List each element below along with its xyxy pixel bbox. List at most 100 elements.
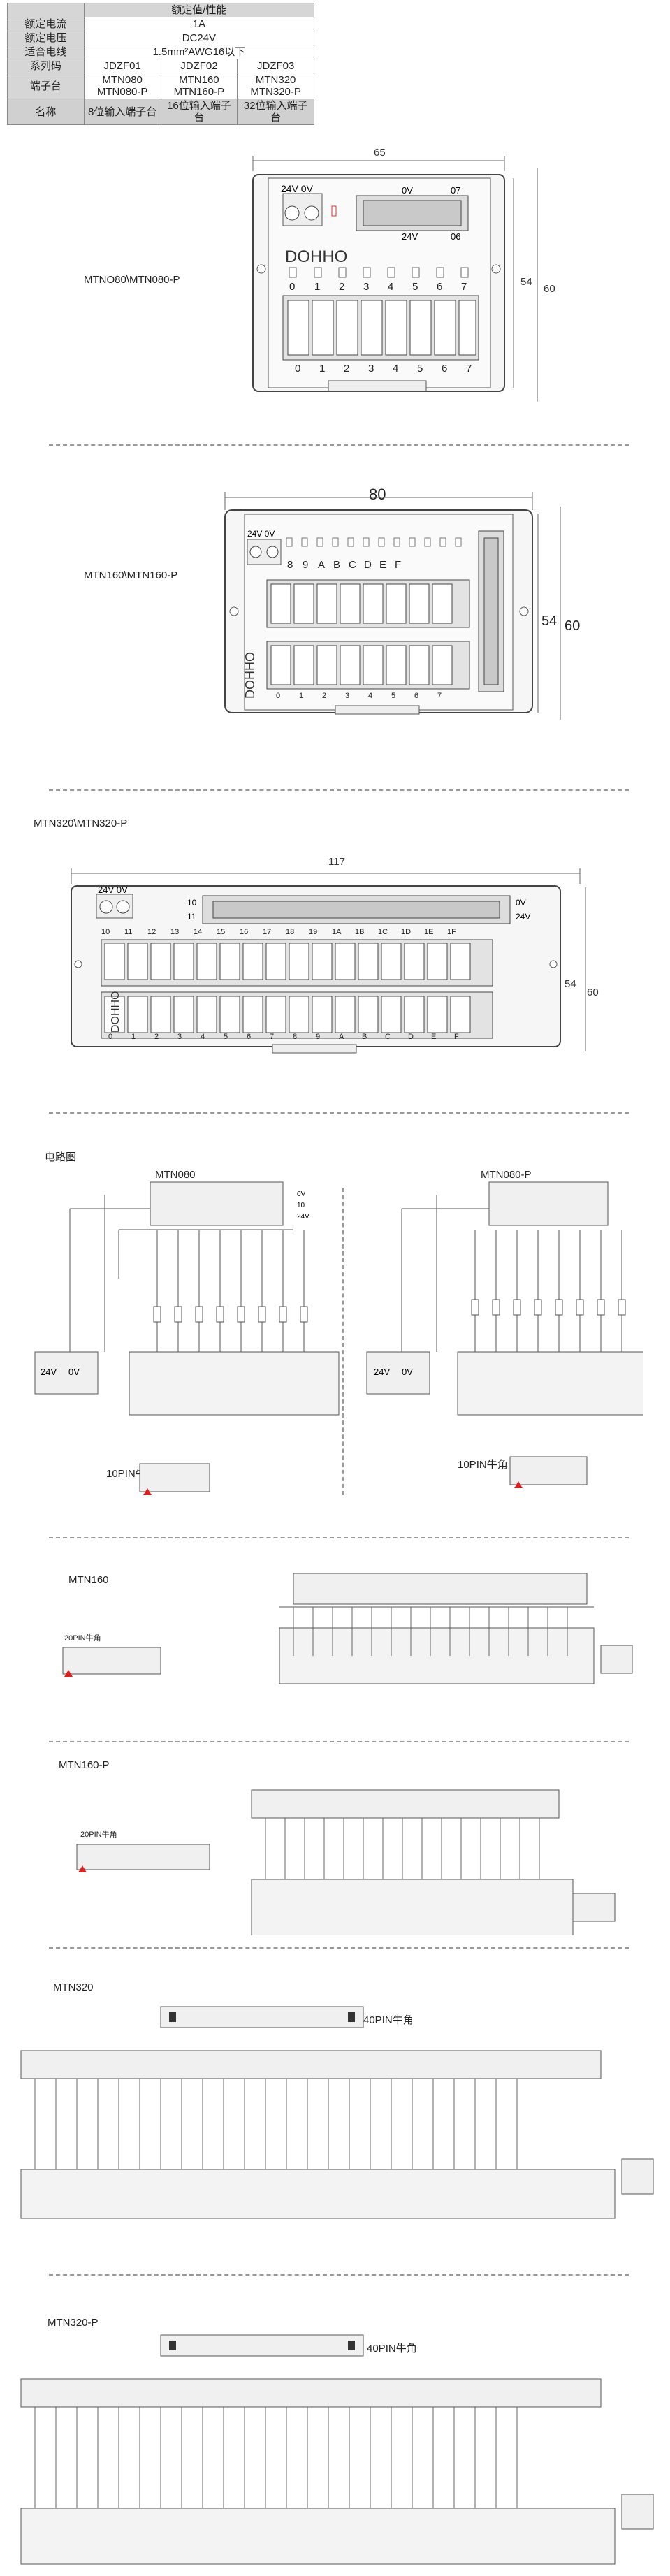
- circuit-mtn320-drawing: [20, 2006, 654, 2219]
- terminal-label: 1: [299, 692, 304, 700]
- model-label-mtn160: MTN160\MTN160-P: [84, 569, 178, 581]
- terminal-label: 0: [289, 281, 296, 293]
- svg-text:24V: 24V: [374, 1367, 390, 1377]
- terminal-label: 7: [437, 692, 442, 700]
- terminal-label: 5: [412, 281, 418, 293]
- terminal-label: 8: [287, 559, 293, 571]
- divider: [49, 789, 629, 791]
- terminal-label: 5: [417, 363, 423, 374]
- circuit-mtn160p-drawing: [76, 1789, 616, 1935]
- svg-text:07: 07: [451, 185, 460, 196]
- spec-name: 16位输入端子台: [160, 99, 238, 125]
- spec-series: JDZF03: [237, 59, 314, 73]
- terminal-label: 5: [391, 692, 396, 700]
- spec-terminal-b: MTN320-P: [250, 86, 301, 98]
- spec-terminal-a: MTN160: [179, 74, 219, 86]
- terminal-label: 16: [240, 928, 249, 936]
- mtn080-drawing: 24V 0V 0V 07 24V 06 DOHHO: [252, 156, 538, 402]
- terminal-label: F: [454, 1033, 459, 1041]
- divider: [49, 1947, 629, 1949]
- terminal-label: 1: [319, 363, 326, 374]
- spec-name: 32位输入端子台: [237, 99, 314, 125]
- terminal-label: 6: [414, 692, 419, 700]
- terminal-label: 13: [170, 928, 180, 936]
- dim-h1-mtn320: 54: [565, 978, 576, 990]
- mtn160-drawing: 24V 0V DOHHO: [224, 492, 561, 720]
- spec-series: JDZF01: [83, 59, 161, 73]
- pin20-label-b: 20PIN牛角: [80, 1831, 117, 1839]
- terminal-label: F: [395, 559, 402, 571]
- dim-width-mtn160: 80: [369, 486, 386, 503]
- svg-text:06: 06: [451, 231, 460, 242]
- terminal-label: 15: [217, 928, 226, 936]
- dim-h2-mtn320: 60: [587, 987, 599, 998]
- mtn320-drawing: 24V 0V 10 11 0V 24V DOHHO: [71, 868, 586, 1054]
- circuit-title: 电路图: [45, 1151, 77, 1163]
- spec-row-label: 额定电流: [7, 17, 85, 31]
- svg-text:0V: 0V: [516, 898, 526, 908]
- terminal-label: E: [379, 559, 387, 571]
- terminal-label: 3: [363, 281, 370, 293]
- dim-h2-mtn080: 60: [544, 283, 555, 295]
- terminal-label: B: [362, 1033, 367, 1041]
- spec-header: 额定值/性能: [83, 3, 315, 17]
- dim-h2-mtn160: 60: [565, 618, 581, 634]
- spec-series: JDZF02: [160, 59, 238, 73]
- terminal-label: 4: [201, 1033, 205, 1041]
- terminal-label: 4: [368, 692, 373, 700]
- terminal-label: 1: [131, 1033, 136, 1041]
- spec-corner: [7, 3, 85, 17]
- terminal-label: A: [339, 1033, 344, 1041]
- model-label-mtn320: MTN320\MTN320-P: [34, 817, 128, 829]
- spec-name-label: 名称: [7, 99, 85, 125]
- divider: [49, 444, 629, 446]
- svg-text:0V: 0V: [68, 1367, 80, 1377]
- svg-text:DOHHO: DOHHO: [110, 991, 122, 1033]
- terminal-label: 11: [124, 928, 133, 936]
- terminal-label: 9: [303, 559, 309, 571]
- circuit-mtn320p-title: MTN320-P: [48, 2317, 99, 2329]
- svg-text:24V 0V: 24V 0V: [247, 529, 275, 539]
- terminal-label: D: [408, 1033, 414, 1041]
- spec-terminal-a: MTN080: [102, 74, 143, 86]
- terminal-label: 19: [309, 928, 318, 936]
- terminal-label: 17: [263, 928, 272, 936]
- terminal-label: 2: [344, 363, 350, 374]
- terminal-label: 14: [194, 928, 203, 936]
- pin20-label-a: 20PIN牛角: [64, 1634, 101, 1643]
- terminal-label: 1: [314, 281, 321, 293]
- svg-text:0V: 0V: [402, 1367, 413, 1377]
- terminal-label: 1C: [378, 928, 388, 936]
- svg-text:10: 10: [297, 1202, 305, 1209]
- circuit-mtn160p-title: MTN160-P: [59, 1759, 110, 1771]
- svg-text:10: 10: [187, 898, 197, 908]
- terminal-label: 7: [461, 281, 467, 293]
- dim-width-mtn320: 117: [328, 856, 345, 868]
- terminal-label: 3: [177, 1033, 182, 1041]
- terminal-label: 3: [368, 363, 374, 374]
- terminal-label: C: [385, 1033, 391, 1041]
- terminal-label: 1D: [401, 928, 412, 936]
- terminal-label: 1A: [332, 928, 342, 936]
- dim-h1-mtn160: 54: [541, 613, 558, 629]
- terminal-label: C: [349, 559, 356, 571]
- pin40-label-a: 40PIN牛角: [363, 2014, 414, 2026]
- svg-text:11: 11: [187, 912, 196, 922]
- svg-text:24V: 24V: [41, 1367, 57, 1377]
- terminal-label: 8: [293, 1033, 298, 1041]
- terminal-label: 1F: [447, 928, 456, 936]
- terminal-label: 1E: [424, 928, 434, 936]
- dim-h1-mtn080: 54: [520, 276, 532, 288]
- terminal-label: E: [431, 1033, 437, 1041]
- terminal-label: 2: [339, 281, 345, 293]
- divider: [49, 1537, 629, 1538]
- circuit-divider: [342, 1188, 344, 1495]
- spec-terminal-b: MTN160-P: [173, 86, 225, 98]
- svg-text:24V: 24V: [516, 912, 530, 922]
- terminal-label: 7: [270, 1033, 275, 1041]
- spec-row-label: 适合电线: [7, 45, 85, 59]
- svg-text:DOHHO: DOHHO: [243, 652, 257, 699]
